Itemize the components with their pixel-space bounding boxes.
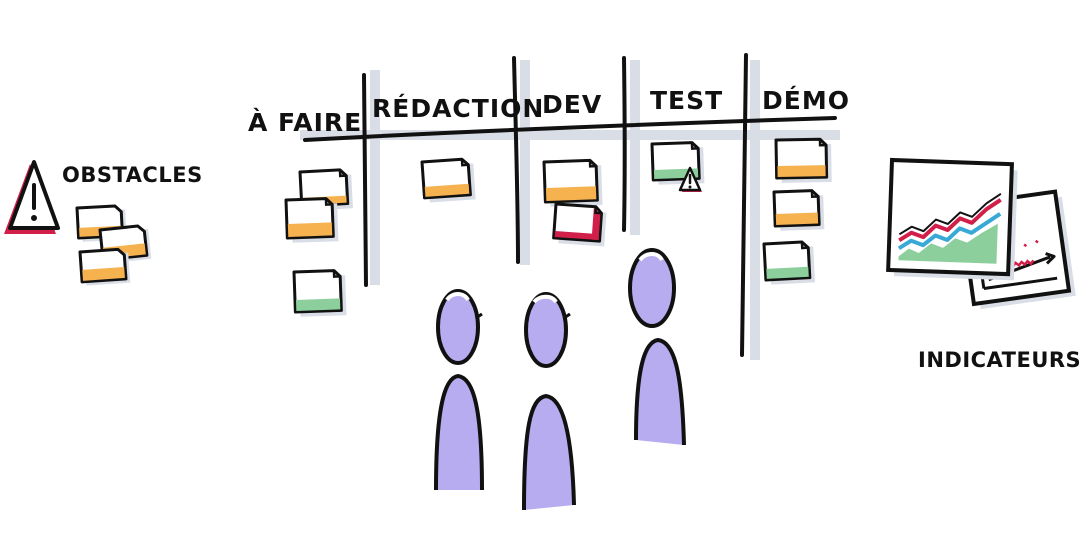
obstacle-note-3 [78, 247, 131, 286]
column-divider-1 [362, 73, 368, 287]
team-members [434, 248, 686, 511]
column-divider-4 [740, 53, 748, 357]
column-divider-2 [512, 56, 520, 264]
note-dev-1 [542, 158, 603, 207]
column-label-demo: DÉMO [762, 86, 850, 115]
note-todo-2 [284, 197, 339, 243]
note-writing-1 [420, 157, 476, 203]
column-divider-3 [622, 56, 627, 232]
obstacles-area [4, 160, 152, 286]
column-label-dev: DEV [542, 90, 603, 119]
note-dev-2 [552, 202, 607, 247]
indicators-label: INDICATEURS [918, 348, 1082, 372]
person-1 [434, 289, 484, 491]
person-3 [628, 248, 686, 446]
board-header-line [303, 116, 837, 142]
obstacle-warning-icon [4, 160, 60, 234]
obstacles-label: OBSTACLES [62, 163, 203, 187]
note-test-1 [650, 141, 705, 185]
warning-icon [678, 166, 702, 192]
note-todo-3 [292, 269, 347, 317]
indicators-area [886, 157, 1076, 310]
column-label-todo: À FAIRE [248, 108, 363, 137]
board [300, 53, 840, 360]
board-shadows [300, 60, 840, 360]
person-2 [522, 292, 576, 511]
note-demo-2 [772, 189, 825, 231]
note-demo-1 [774, 137, 832, 183]
sticky-notes [284, 137, 832, 317]
note-demo-3 [762, 240, 816, 285]
column-label-test: TEST [650, 86, 724, 115]
indicator-chart-lines [886, 157, 1018, 281]
column-label-writing: RÉDACTION [372, 94, 545, 123]
